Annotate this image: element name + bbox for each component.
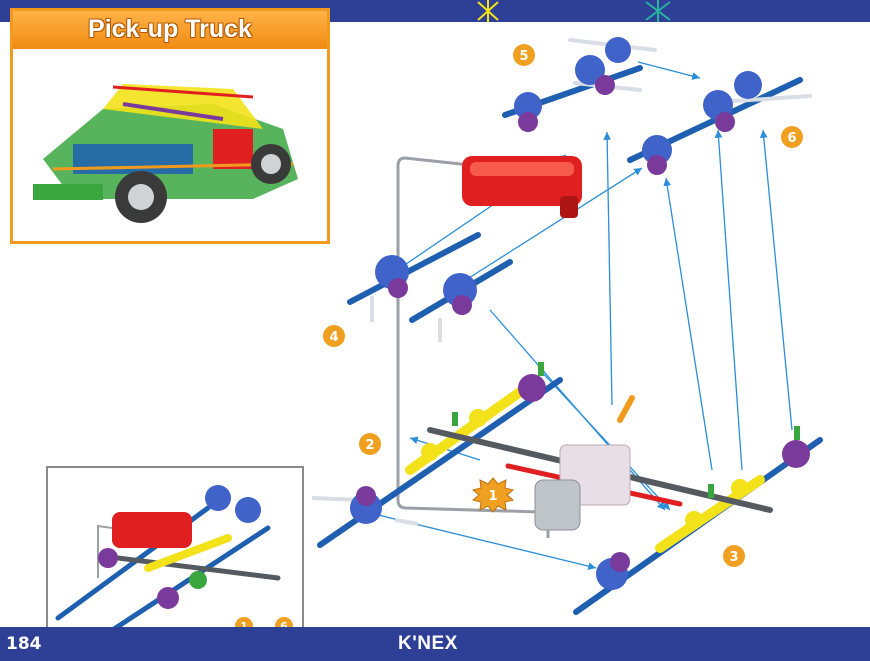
step-number-6: 6 [787,131,796,146]
truck-image [33,84,298,223]
inset-range-to: 6 [280,620,288,633]
inset-range-from: 1 [240,620,248,633]
step-badge-1: 1 [471,477,515,513]
step4-parts [347,232,513,342]
step-badge-6: 6 [781,126,803,148]
base-chassis [311,362,823,615]
step-number-4: 4 [329,330,338,345]
battery-motor-unit [396,156,582,538]
page-title: Pick-up Truck [88,15,252,43]
step-number-2: 2 [365,438,374,453]
top-frame-parts [502,37,812,175]
page-number: 184 [6,634,42,654]
step-badge-3: 3 [723,545,745,567]
title-bar: Pick-up Truck [13,11,327,49]
brand-logo: K'NEX [398,633,458,654]
step-badge-5: 5 [513,44,535,66]
bottom-band [0,627,870,661]
step-badge-4: 4 [323,325,345,347]
step-number-5: 5 [519,49,528,64]
step-number-3: 3 [729,550,738,565]
snowflake-icon [645,0,671,22]
inset-completed-view: 1 - 6 [46,466,304,642]
step-badge-2: 2 [359,433,381,455]
title-panel: Pick-up Truck [10,8,330,244]
inset-assembly-image: 1 - 6 [55,485,293,636]
snowflake-icon [477,0,499,22]
step-number-1: 1 [488,489,497,504]
